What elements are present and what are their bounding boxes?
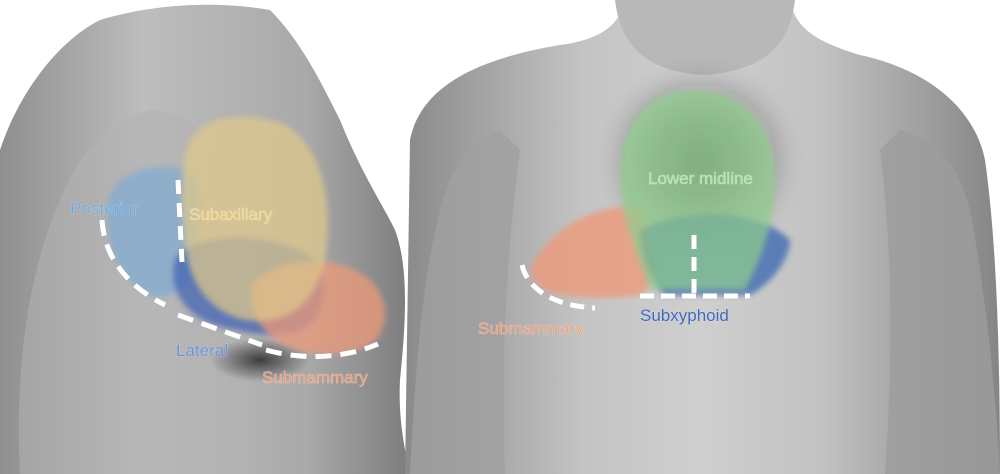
label-subxyphoid: Subxyphoid [640,306,729,325]
label-lower-midline: Lower midline [648,169,753,188]
label-submammary-left: Submammary [262,368,368,387]
label-lateral: Lateral [176,341,228,360]
label-submammary-right: Submammary [478,319,584,338]
lower-midline-region [620,90,775,290]
label-posterior: Posterior [70,199,138,218]
label-subaxillary: Subaxillary [189,205,273,224]
